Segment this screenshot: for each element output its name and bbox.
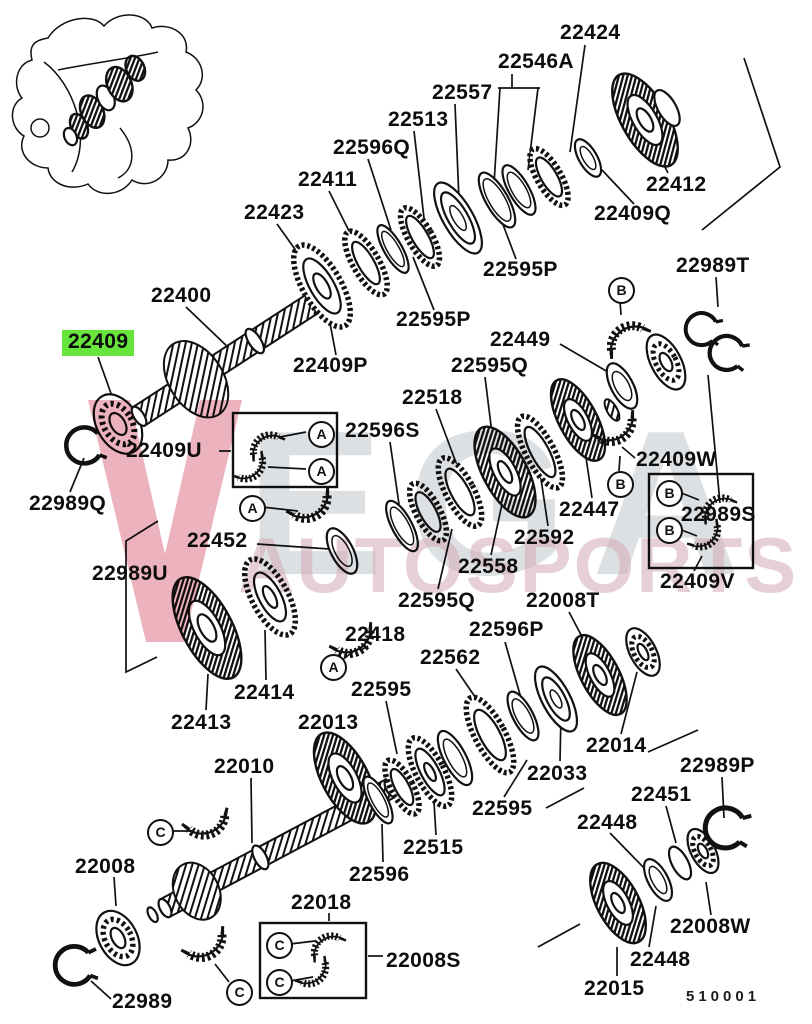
callout-a: A — [308, 458, 335, 485]
gearbox-case-thumbnail — [11, 14, 204, 194]
part-label-22557: 22557 — [432, 81, 493, 104]
part-label-22010: 22010 — [214, 755, 275, 778]
part-label-22409q: 22409Q — [594, 202, 672, 225]
part-label-22033: 22033 — [527, 762, 588, 785]
callout-b: B — [656, 480, 683, 507]
part-label-22595: 22595 — [472, 797, 533, 820]
callout-c: C — [266, 932, 293, 959]
inset-box-c — [258, 921, 368, 1000]
part-label-22513: 22513 — [388, 108, 449, 131]
part-label-22008w: 22008W — [670, 915, 751, 938]
part-label-22413: 22413 — [171, 711, 232, 734]
part-label-22424: 22424 — [560, 21, 621, 44]
inset-box-b — [647, 472, 755, 570]
part-label-22447: 22447 — [559, 498, 620, 521]
part-label-22596: 22596 — [349, 863, 410, 886]
part-label-22546a: 22546A — [498, 50, 574, 73]
part-label-22008s: 22008S — [386, 949, 461, 972]
part-label-22448: 22448 — [630, 948, 691, 971]
part-label-22558: 22558 — [458, 555, 519, 578]
part-label-22008t: 22008T — [526, 589, 600, 612]
part-label-22418: 22418 — [345, 623, 406, 646]
callout-a: A — [320, 654, 347, 681]
part-label-22414: 22414 — [234, 681, 295, 704]
part-label-22409-highlighted: 22409 — [62, 330, 135, 357]
part-label-22412: 22412 — [646, 173, 707, 196]
part-label-22411: 22411 — [298, 168, 358, 191]
output-shaft-22010 — [146, 777, 399, 924]
callout-c: C — [266, 969, 293, 996]
part-label-22989: 22989 — [112, 990, 173, 1013]
part-label-22592: 22592 — [514, 526, 575, 549]
part-label-22595p: 22595P — [483, 258, 558, 281]
callout-a: A — [308, 421, 335, 448]
gear-22412 — [611, 72, 679, 168]
part-label-22451: 22451 — [631, 783, 692, 806]
callout-b: B — [608, 277, 635, 304]
callout-c: C — [147, 819, 174, 846]
part-label-22596q: 22596Q — [333, 136, 411, 159]
part-label-22015: 22015 — [584, 977, 645, 1000]
part-label-22018: 22018 — [291, 891, 352, 914]
callout-b: B — [607, 471, 634, 498]
part-label-22448: 22448 — [577, 811, 638, 834]
part-label-22989s: 22989S — [681, 503, 756, 526]
part-label-22423: 22423 — [244, 201, 305, 224]
part-label-22595q: 22595Q — [398, 589, 476, 612]
part-label-22989t: 22989T — [676, 254, 750, 277]
rear-gear-group — [589, 804, 754, 945]
part-label-22409w: 22409W — [636, 448, 717, 471]
part-label-22989q: 22989Q — [29, 492, 107, 515]
part-label-22518: 22518 — [402, 386, 463, 409]
bearing-middle — [645, 333, 687, 391]
part-label-22400: 22400 — [151, 284, 212, 307]
part-label-22595: 22595 — [351, 678, 412, 701]
callout-c: C — [226, 979, 253, 1006]
callout-b: B — [656, 517, 683, 544]
part-label-22449: 22449 — [490, 328, 551, 351]
part-label-22595q: 22595Q — [451, 354, 529, 377]
part-label-22409p: 22409P — [293, 354, 368, 377]
part-label-22596p: 22596P — [469, 618, 544, 641]
part-label-22596s: 22596S — [345, 419, 420, 442]
part-label-22008: 22008 — [75, 855, 136, 878]
part-label-22409v: 22409V — [660, 570, 735, 593]
part-label-22014: 22014 — [586, 734, 647, 757]
part-label-22595p: 22595P — [396, 308, 471, 331]
bearing-22008 — [95, 909, 141, 967]
part-label-22989u: 22989U — [92, 562, 168, 585]
part-label-22515: 22515 — [403, 836, 464, 859]
part-label-22013: 22013 — [298, 711, 359, 734]
output-shaft-assembly — [55, 627, 661, 984]
callout-a: A — [239, 495, 266, 522]
part-label-22562: 22562 — [420, 646, 481, 669]
part-label-22989p: 22989P — [680, 754, 755, 777]
sheet-code: 510001 — [686, 988, 761, 1005]
part-label-22409u: 22409U — [126, 439, 202, 462]
leader-lines — [69, 44, 781, 1000]
bearing-22014 — [625, 627, 661, 677]
part-label-22452: 22452 — [187, 529, 248, 552]
input-shaft-assembly — [66, 72, 681, 463]
